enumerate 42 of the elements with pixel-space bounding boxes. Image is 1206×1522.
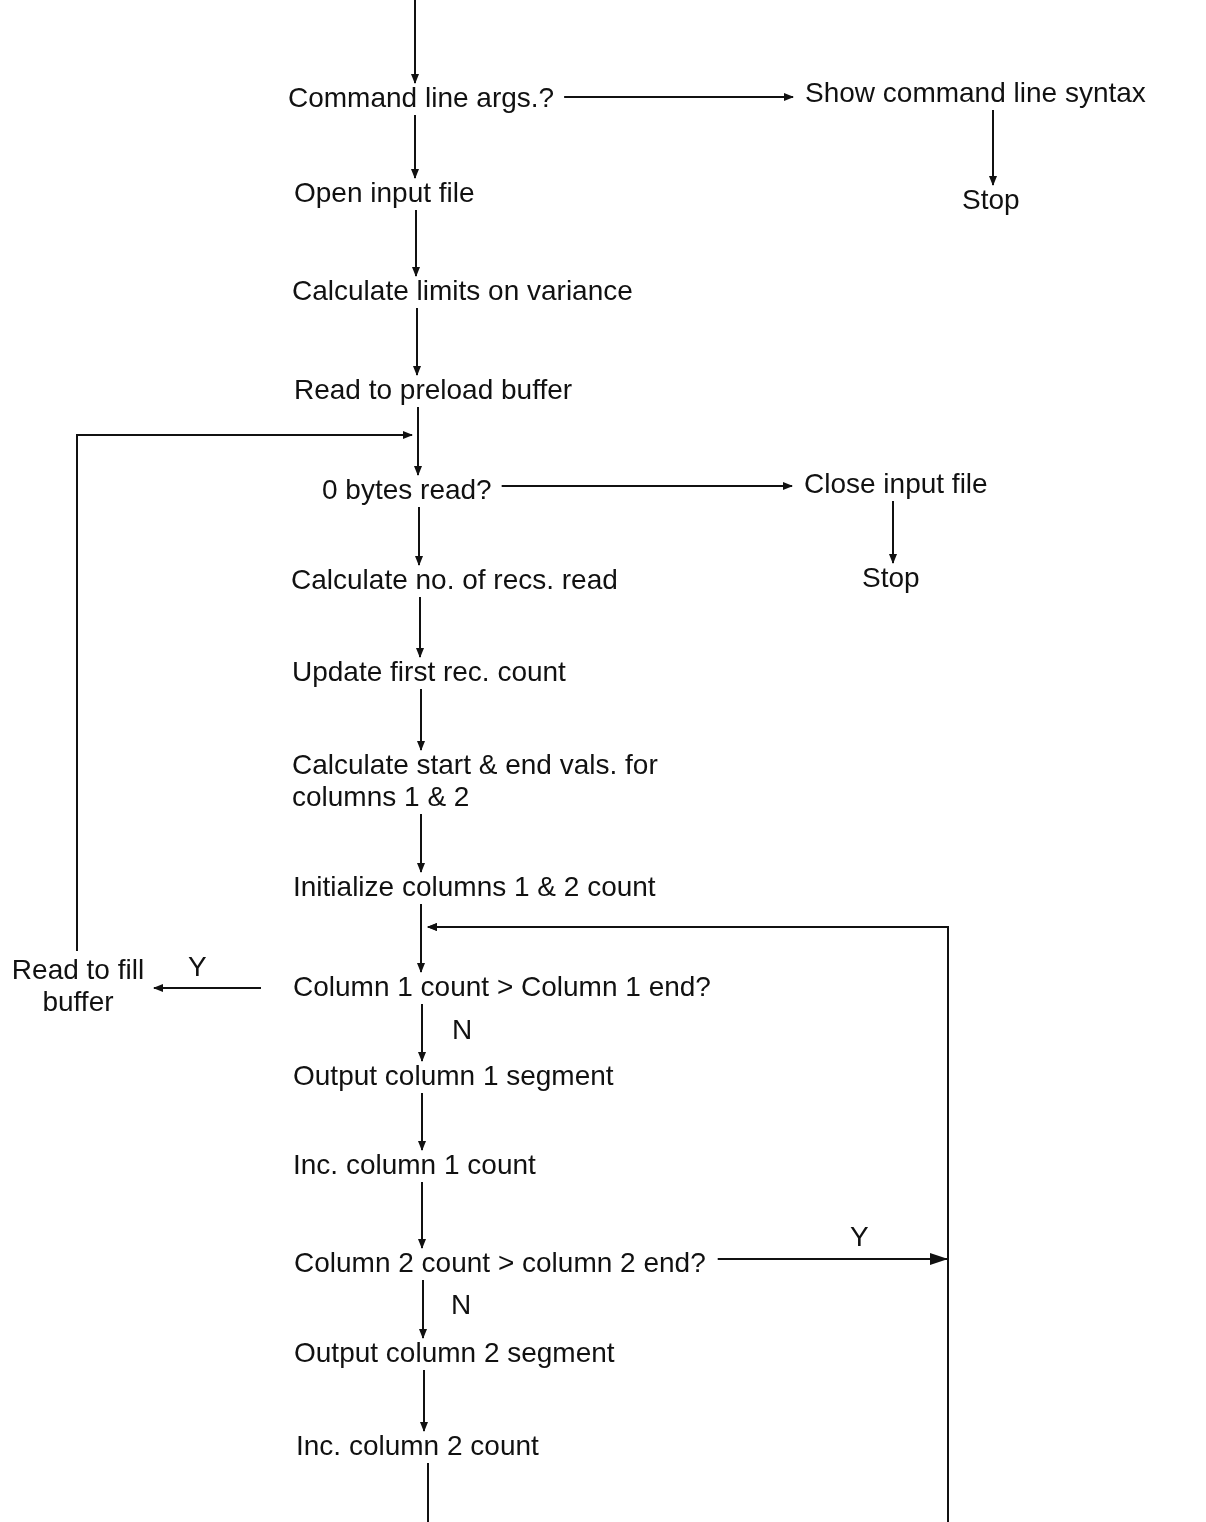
arrow bbox=[417, 813, 425, 873]
arrow bbox=[989, 109, 997, 186]
arrow bbox=[427, 923, 949, 1522]
step-text: Calculate start & end vals. for columns 1 & 2 bbox=[292, 749, 692, 813]
arrow bbox=[416, 596, 424, 658]
arrow bbox=[414, 406, 422, 476]
arrow bbox=[417, 688, 425, 751]
arrow bbox=[411, 0, 419, 84]
arrow bbox=[413, 307, 421, 376]
step-text: Open input file bbox=[294, 177, 475, 209]
step-text: Calculate no. of recs. read bbox=[291, 564, 618, 596]
step-text: Update first rec. count bbox=[292, 656, 566, 688]
arrow bbox=[889, 500, 897, 564]
arrow bbox=[563, 93, 794, 101]
step-text: Output column 1 segment bbox=[293, 1060, 614, 1092]
arrow bbox=[412, 209, 420, 277]
step-text: 0 bytes read? bbox=[322, 474, 492, 506]
step-text: Read to fill buffer bbox=[8, 954, 148, 1018]
step-text: Inc. column 2 count bbox=[296, 1430, 539, 1462]
arrow bbox=[76, 431, 413, 952]
step-text: Show command line syntax bbox=[805, 77, 1146, 109]
step-text: Stop bbox=[862, 562, 920, 594]
arrow bbox=[418, 1181, 426, 1249]
step-text: Close input file bbox=[804, 468, 988, 500]
step-text: Read to preload buffer bbox=[294, 374, 573, 406]
arrow bbox=[500, 482, 793, 490]
arrow bbox=[415, 506, 423, 566]
step-text: Initialize columns 1 & 2 count bbox=[293, 871, 656, 903]
arrow bbox=[153, 984, 262, 992]
arrow bbox=[418, 1092, 426, 1151]
arrow bbox=[417, 903, 425, 973]
step-text: Column 1 count > Column 1 end? bbox=[293, 971, 711, 1003]
step-text: Command line args.? bbox=[288, 82, 555, 114]
arrow bbox=[419, 1279, 427, 1339]
arrow bbox=[420, 1369, 428, 1432]
arrow bbox=[411, 114, 419, 179]
step-text: Column 2 count > column 2 end? bbox=[294, 1247, 706, 1279]
step-text: Stop bbox=[962, 184, 1020, 216]
step-text: Output column 2 segment bbox=[294, 1337, 615, 1369]
step-text: Calculate limits on variance bbox=[292, 275, 633, 307]
arrow bbox=[418, 1003, 426, 1062]
step-text: Inc. column 1 count bbox=[293, 1149, 536, 1181]
